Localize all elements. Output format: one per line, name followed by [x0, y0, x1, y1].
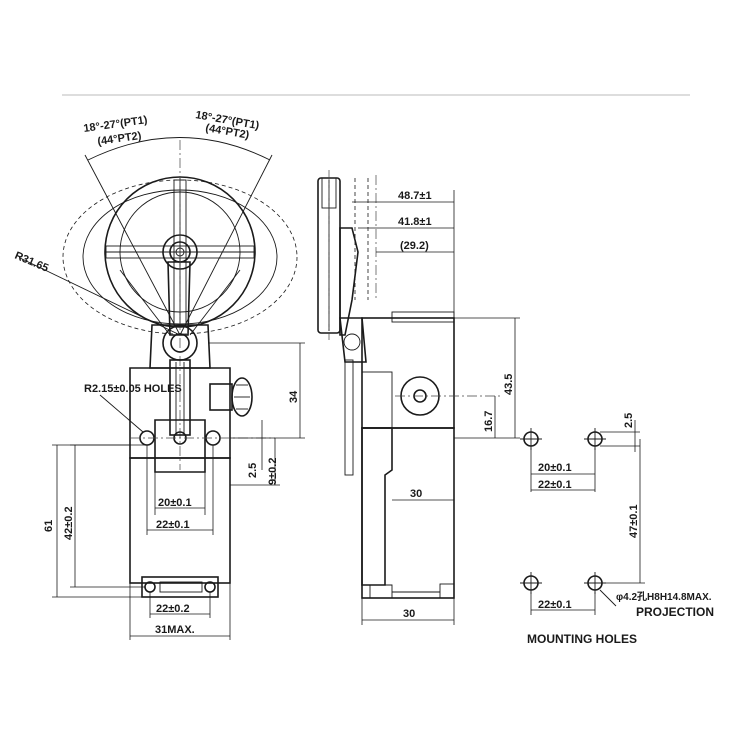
side-pivot: [339, 317, 367, 363]
side-bottom-foot: [369, 584, 393, 599]
side-head-cap: [391, 311, 455, 323]
bottom-mount-block: [141, 576, 219, 598]
side-body: [361, 427, 455, 599]
mounting-holes-title: MOUNTING HOLES: [527, 632, 637, 646]
side-pivot-circle: [343, 333, 361, 351]
dim22b-label: 22±0.2: [156, 603, 190, 615]
side-body-rail: [361, 427, 393, 586]
lever-side-a: [119, 269, 171, 336]
mh-dim22d-label: 22±0.1: [538, 599, 572, 611]
projection-label: PROJECTION: [636, 605, 714, 619]
mh-top-left-cross: [520, 428, 542, 450]
switch-body: [129, 457, 231, 584]
angle-line-right: [179, 154, 273, 336]
lever-side-b: [189, 269, 241, 336]
angle-arc: [87, 137, 271, 161]
angle-line-left: [84, 154, 181, 336]
dim41-label: 41.8±1: [398, 216, 432, 228]
dim9-label: 9±0.2: [267, 458, 279, 485]
side-head-neck: [361, 371, 393, 429]
mh-dim20-label: 20±0.1: [538, 462, 572, 474]
roller-sweep-outer: [62, 179, 298, 335]
holes-label: R2.15±0.05 HOLES: [84, 383, 182, 395]
plunger-shaft: [169, 359, 191, 436]
lever-arm: [167, 261, 191, 336]
dim48-label: 48.7±1: [398, 190, 432, 202]
side-actuator-stem: [344, 359, 354, 476]
dim30a-label: 30: [410, 488, 422, 500]
dim34-label: 34: [288, 390, 300, 403]
radius-leader: [19, 257, 181, 336]
side-bottom-tab: [439, 583, 455, 599]
dim43-label: 43.5: [503, 374, 515, 395]
side-arm: [339, 227, 359, 336]
mh-dim25-label: 2.5: [623, 413, 635, 428]
angle-left-line2: (44°PT2): [97, 130, 143, 148]
mh-dim47-label: 47±0.1: [628, 504, 640, 538]
pivot-circle-inner: [170, 333, 190, 353]
mounting-holes-view: 2.5 20±0.1 22±0.1 47±0.1 22±0.1 φ4.2孔H8H…: [520, 413, 714, 646]
mh-top-right-cross: [584, 428, 606, 450]
radius-label: R31.65: [13, 250, 50, 275]
hole-spec-leader: [599, 589, 617, 607]
front-view: 18°-27°(PT1) (44°PT2) 18°-27°(PT1) (44°P…: [13, 109, 305, 640]
holes-leader: [99, 394, 144, 433]
dim30b-label: 30: [403, 608, 415, 620]
adjust-knob: [231, 377, 253, 417]
dim29-label: (29.2): [400, 240, 429, 252]
bottom-slot: [159, 581, 203, 593]
adjust-stem: [209, 383, 233, 411]
side-view: 48.7±1 41.8±1 (29.2) 43.5 16.7 30 30: [317, 170, 520, 625]
dim20a-label: 20±0.1: [158, 497, 192, 509]
dim22a-label: 22±0.1: [156, 519, 190, 531]
dim16-label: 16.7: [483, 411, 495, 432]
dim42-label: 42±0.2: [63, 506, 75, 540]
dim31-label: 31MAX.: [155, 624, 195, 636]
hole-spec-label: φ4.2孔H8H14.8MAX.: [616, 590, 712, 603]
mh-bot-left-cross: [520, 572, 542, 594]
mh-dim22c-label: 22±0.1: [538, 479, 572, 491]
dim61-label: 61: [43, 520, 55, 532]
dim25a-label: 2.5: [247, 463, 259, 478]
